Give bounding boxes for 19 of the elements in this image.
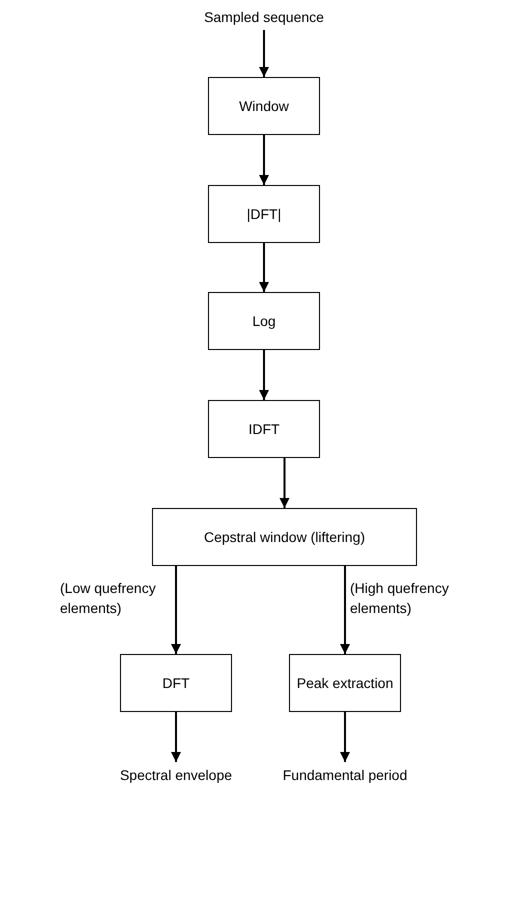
arrow [259, 30, 269, 77]
process-box: Peak extraction [289, 654, 401, 712]
arrow [259, 350, 269, 400]
process-box: IDFT [208, 400, 320, 458]
arrow [259, 243, 269, 292]
terminal-label: Sampled sequence [174, 4, 354, 30]
edge-label: (Low quefrency elements) [60, 579, 157, 618]
arrow [171, 712, 181, 762]
arrow [259, 135, 269, 185]
arrow [171, 566, 181, 654]
arrow [280, 458, 290, 508]
edge-label: (High quefrency elements) [350, 579, 450, 618]
process-box: Cepstral window (liftering) [152, 508, 417, 566]
arrow [340, 566, 350, 654]
process-box: Window [208, 77, 320, 135]
process-box: Log [208, 292, 320, 350]
process-box: DFT [120, 654, 232, 712]
process-box: |DFT| [208, 185, 320, 243]
arrow [340, 712, 350, 762]
